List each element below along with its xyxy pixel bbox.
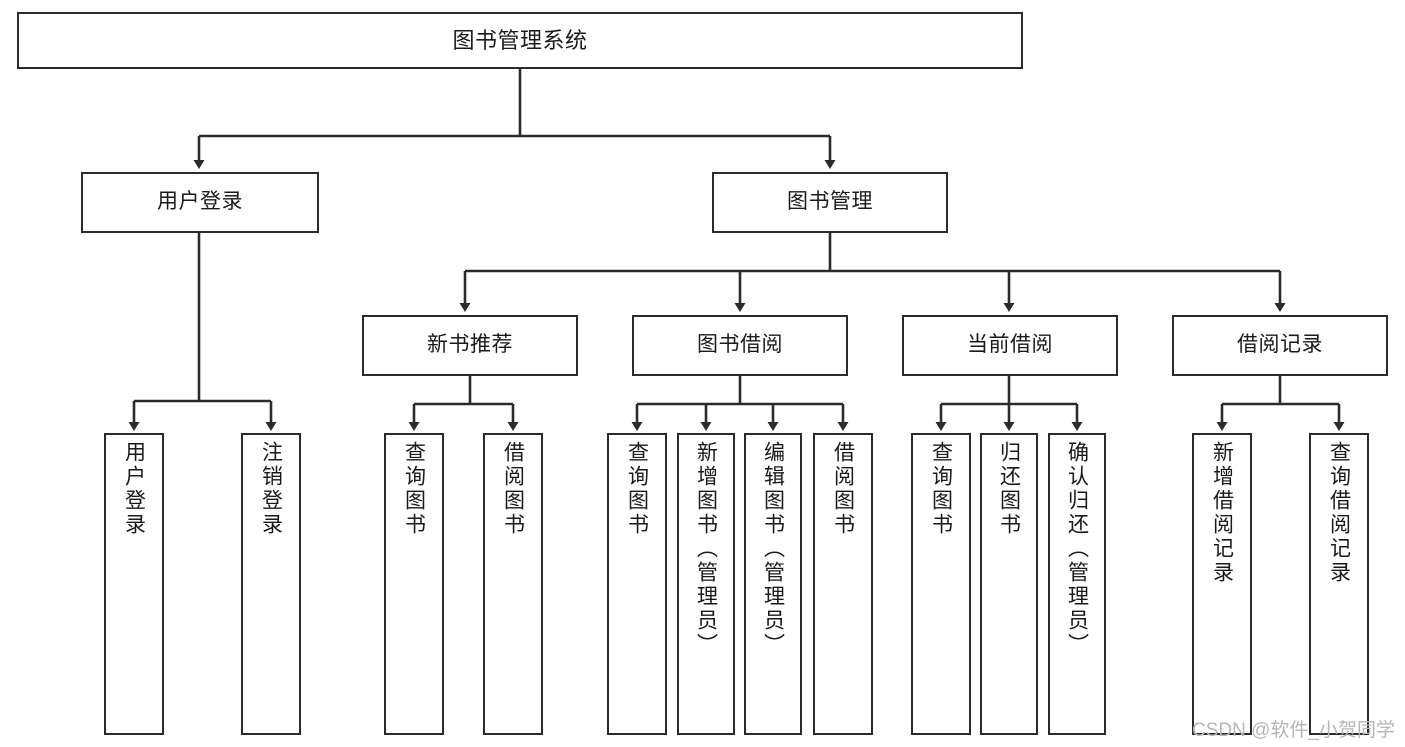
leaf-logout-login[interactable]: 注销登录	[241, 433, 301, 735]
node-label: 图书借阅	[697, 333, 783, 357]
leaf-query-borrow-record[interactable]: 查询借阅记录	[1309, 433, 1369, 735]
leaf-borrow-book-recommend[interactable]: 借阅图书	[483, 433, 543, 735]
node-label: 新增图书（管理员）	[694, 441, 718, 657]
leaf-add-book[interactable]: 新增图书（管理员）	[677, 433, 735, 735]
node-new-book-recommend[interactable]: 新书推荐	[362, 315, 578, 376]
node-book-borrow[interactable]: 图书借阅	[632, 315, 848, 376]
node-label: 注销登录	[259, 441, 283, 537]
node-label: 查询图书	[402, 441, 426, 537]
node-current-borrow[interactable]: 当前借阅	[902, 315, 1118, 376]
node-label: 确认归还（管理员）	[1065, 441, 1089, 657]
node-label: 查询图书	[929, 441, 953, 537]
leaf-query-book-current[interactable]: 查询图书	[911, 433, 971, 735]
node-user-login[interactable]: 用户登录	[81, 172, 319, 233]
leaf-add-borrow-record[interactable]: 新增借阅记录	[1192, 433, 1252, 735]
leaf-edit-book[interactable]: 编辑图书（管理员）	[744, 433, 802, 735]
node-root-system[interactable]: 图书管理系统	[17, 12, 1023, 69]
node-label: 编辑图书（管理员）	[761, 441, 785, 657]
node-label: 当前借阅	[967, 333, 1053, 357]
node-label: 用户登录	[157, 190, 243, 214]
leaf-query-book-borrow[interactable]: 查询图书	[607, 433, 667, 735]
node-label: 用户登录	[122, 441, 146, 537]
node-book-management[interactable]: 图书管理	[712, 172, 948, 233]
watermark-text: CSDN @软件_小贺同学	[1192, 720, 1395, 741]
node-label: 查询借阅记录	[1327, 441, 1351, 585]
leaf-user-login[interactable]: 用户登录	[104, 433, 164, 735]
node-label: 借阅记录	[1237, 333, 1323, 357]
node-label: 借阅图书	[831, 441, 855, 537]
node-label: 查询图书	[625, 441, 649, 537]
node-label: 新书推荐	[427, 333, 513, 357]
node-label: 借阅图书	[501, 441, 525, 537]
node-label: 图书管理	[787, 190, 873, 214]
node-label: 图书管理系统	[452, 27, 588, 53]
node-label: 归还图书	[997, 441, 1021, 537]
node-label: 新增借阅记录	[1210, 441, 1234, 585]
leaf-confirm-return[interactable]: 确认归还（管理员）	[1048, 433, 1106, 735]
leaf-query-book-recommend[interactable]: 查询图书	[384, 433, 444, 735]
leaf-return-book[interactable]: 归还图书	[980, 433, 1038, 735]
node-borrow-record[interactable]: 借阅记录	[1172, 315, 1388, 376]
leaf-borrow-book[interactable]: 借阅图书	[813, 433, 873, 735]
